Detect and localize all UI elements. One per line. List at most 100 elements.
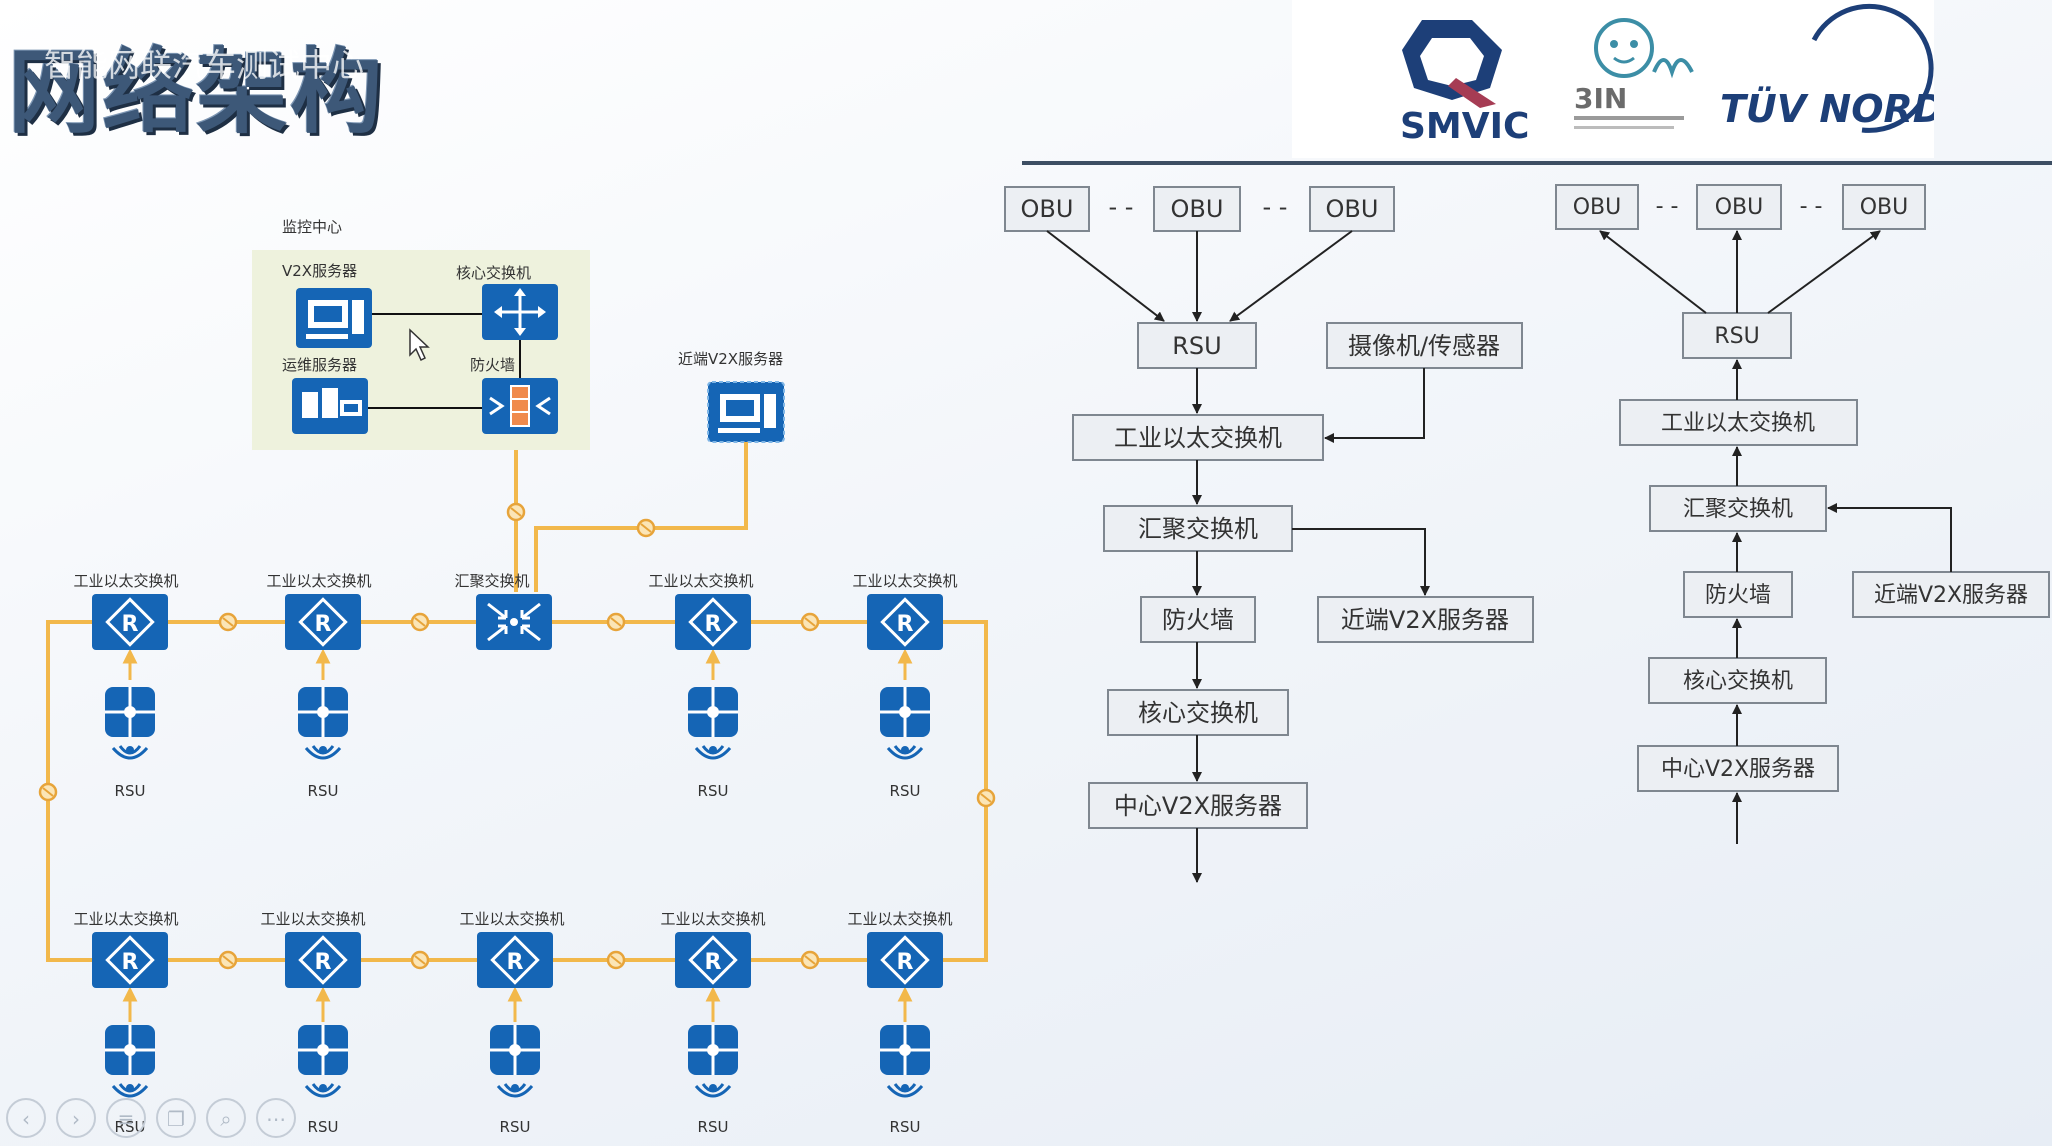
downlink-arrows [1046, 230, 1430, 883]
next-icon[interactable]: › [56, 1098, 96, 1138]
edge-v2x-server-box[interactable]: 近端V2X服务器 [1341, 606, 1509, 634]
edge-v2x-server-box[interactable]: 近端V2X服务器 [1874, 583, 2028, 608]
v2x-server-icon[interactable] [296, 288, 372, 348]
rsu-box[interactable]: RSU [1172, 332, 1221, 360]
rsu-icon[interactable] [686, 1023, 740, 1098]
smvic-wordmark: SMVIC [1400, 106, 1529, 147]
switch-label-t5: 工业以太交换机 [852, 572, 957, 590]
tuv-wordmark: TÜV NORD [1720, 87, 1934, 131]
rsu-icon[interactable] [878, 685, 932, 760]
industrial-switch-icon[interactable] [90, 592, 170, 652]
rsu-icon[interactable] [103, 1023, 157, 1098]
rsu-label: RSU [308, 1118, 339, 1136]
industrial-switch-icon[interactable] [90, 930, 170, 990]
obu-box[interactable]: OBU [1171, 195, 1224, 223]
zoom-icon[interactable]: ⌕ [206, 1098, 246, 1138]
logo-graphics: SMVIC 3IN TÜV NORD [1400, 3, 1944, 147]
rsu-icon[interactable] [296, 685, 350, 760]
threein-logo: 3IN [1574, 18, 1694, 129]
rsu-label: RSU [500, 1118, 531, 1136]
rsu-icon[interactable] [103, 685, 157, 760]
smvic-logo: SMVIC [1400, 20, 1529, 147]
switch-label-t4: 工业以太交换机 [648, 572, 753, 590]
switch-label-b4: 工业以太交换机 [660, 910, 765, 928]
obu-box[interactable]: OBU [1715, 195, 1764, 220]
obu-box[interactable]: OBU [1860, 195, 1909, 220]
rsu-label: RSU [698, 782, 729, 800]
v2x-server-label: V2X服务器 [282, 262, 357, 280]
obu-separator: - - [1109, 193, 1134, 221]
firewall-icon[interactable] [482, 378, 558, 434]
core-switch-icon[interactable] [482, 284, 558, 340]
ops-server-icon[interactable] [292, 378, 368, 434]
menu-icon[interactable]: ≡ [106, 1098, 146, 1138]
watermark-text: 智能网联汽车测试中心 [44, 46, 365, 84]
rsu-label: RSU [308, 782, 339, 800]
rsu-icon[interactable] [488, 1023, 542, 1098]
ops-server-label: 运维服务器 [282, 356, 357, 374]
slide-nav-toolbar: ‹ › ≡ ❐ ⌕ ⋯ [0, 1098, 296, 1138]
aggregation-switch-icon[interactable] [476, 594, 552, 650]
industrial-switch-box[interactable]: 工业以太交换机 [1661, 411, 1815, 436]
industrial-switch-icon[interactable] [283, 930, 363, 990]
rsu-box[interactable]: RSU [1714, 324, 1759, 349]
core-switch-label: 核心交换机 [456, 264, 531, 282]
firewall-box[interactable]: 防火墙 [1705, 583, 1771, 608]
center-v2x-server-box[interactable]: 中心V2X服务器 [1114, 792, 1282, 820]
tuv-logo: TÜV NORD [1720, 3, 1944, 133]
downlink-flowchart-text: OBU OBU OBU - - - - RSU 摄像机/传感器 工业以太交换机 … [1021, 193, 1510, 820]
uplink-arrows [1599, 230, 1952, 844]
rsu-icon[interactable] [686, 685, 740, 760]
firewall-label: 防火墙 [470, 356, 515, 374]
camera-sensor-box[interactable]: 摄像机/传感器 [1348, 332, 1500, 360]
rsu-label: RSU [698, 1118, 729, 1136]
obu-box[interactable]: OBU [1573, 195, 1622, 220]
rsu-label: RSU [890, 1118, 921, 1136]
industrial-switch-icon[interactable] [475, 930, 555, 990]
industrial-switch-box[interactable]: 工业以太交换机 [1114, 424, 1282, 452]
threein-wordmark: 3IN [1574, 82, 1627, 115]
industrial-switch-icon[interactable] [673, 930, 753, 990]
switch-label-b1: 工业以太交换机 [73, 910, 178, 928]
industrial-switch-icon[interactable] [865, 930, 945, 990]
uplink-flowchart-text: OBU OBU OBU - - - - RSU 工业以太交换机 汇聚交换机 防火… [1573, 194, 2028, 782]
core-switch-box[interactable]: 核心交换机 [1683, 669, 1793, 694]
core-switch-box[interactable]: 核心交换机 [1138, 699, 1258, 727]
rsu-label: RSU [115, 782, 146, 800]
previous-icon[interactable]: ‹ [6, 1098, 46, 1138]
obu-separator: - - [1656, 194, 1679, 219]
logo-panel: SMVIC 3IN TÜV NORD [1292, 0, 1944, 158]
monitor-center-label: 监控中心 [282, 218, 342, 236]
switch-label-t2: 工业以太交换机 [266, 572, 371, 590]
industrial-switch-icon[interactable] [673, 592, 753, 652]
copy-icon[interactable]: ❐ [156, 1098, 196, 1138]
obu-box[interactable]: OBU [1021, 195, 1074, 223]
mouse-cursor [409, 328, 430, 362]
center-v2x-server-box[interactable]: 中心V2X服务器 [1661, 757, 1815, 782]
downlink-flowchart [1004, 186, 1534, 829]
switch-label-b5: 工业以太交换机 [847, 910, 952, 928]
more-icon[interactable]: ⋯ [256, 1098, 296, 1138]
obu-separator: - - [1263, 193, 1288, 221]
page-title: 网络架构 [8, 39, 385, 146]
edge-v2x-server-icon[interactable] [707, 381, 785, 443]
switch-label-b3: 工业以太交换机 [459, 910, 564, 928]
industrial-switch-icon[interactable] [283, 592, 363, 652]
aggregation-switch-box[interactable]: 汇聚交换机 [1138, 515, 1258, 543]
switch-label-b2: 工业以太交换机 [260, 910, 365, 928]
aggregation-switch-label: 汇聚交换机 [454, 572, 529, 590]
left-network-diagram: 监控中心 V2X服务器 核心交换机 运维服务器 防火墙 [38, 218, 996, 1136]
rsu-label: RSU [890, 782, 921, 800]
switch-label-t1: 工业以太交换机 [73, 572, 178, 590]
industrial-switch-icon[interactable] [865, 592, 945, 652]
uplink-flowchart [1555, 184, 2050, 792]
obu-separator: - - [1800, 194, 1823, 219]
obu-box[interactable]: OBU [1326, 195, 1379, 223]
aggregation-switch-box[interactable]: 汇聚交换机 [1683, 497, 1793, 522]
title-block: 网络架构 [8, 18, 384, 151]
rsu-icon[interactable] [296, 1023, 350, 1098]
edge-v2x-server-label: 近端V2X服务器 [678, 350, 783, 368]
rsu-icon[interactable] [878, 1023, 932, 1098]
firewall-box[interactable]: 防火墙 [1162, 606, 1234, 634]
